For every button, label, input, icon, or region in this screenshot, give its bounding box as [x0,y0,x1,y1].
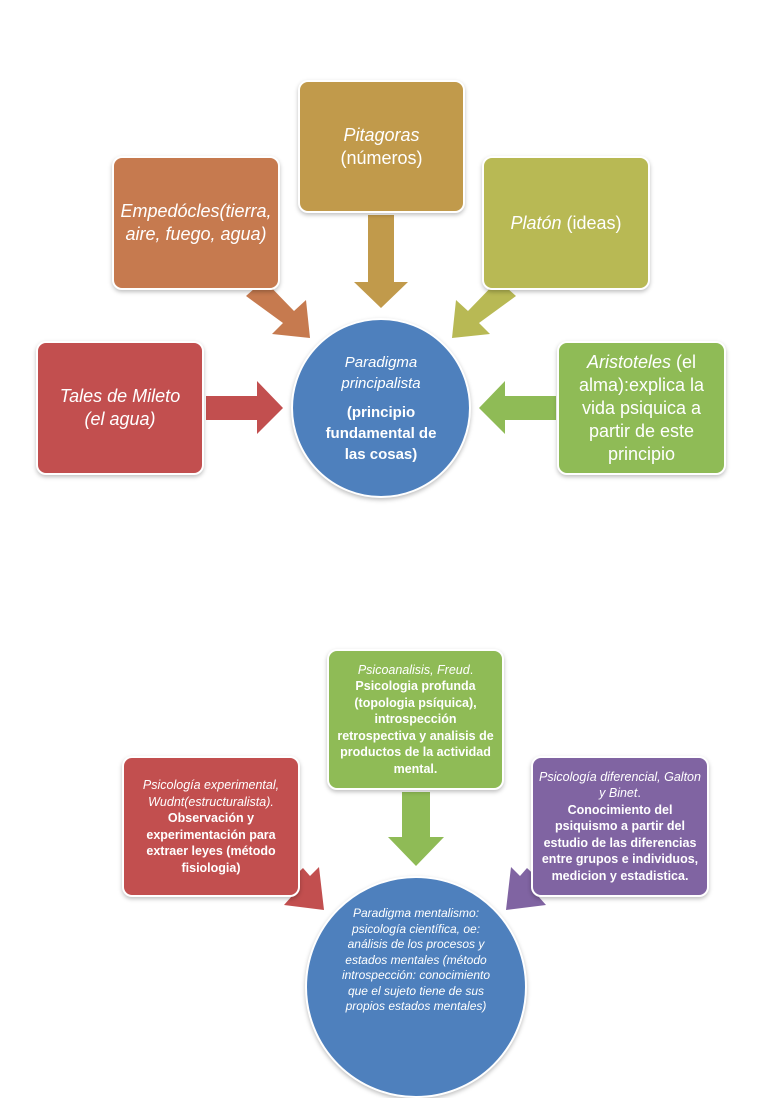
node-psicologia-diferencial: Psicología diferencial, Galton y Binet. … [531,756,709,897]
concept-diagram: Pitagoras (números) Empedócles(tierra, a… [36,80,726,1098]
node-psicologia-experimental: Psicología experimental, Wudnt(estructur… [122,756,300,897]
node-paradigma-mentalismo: Paradigma mentalismo: psicología científ… [305,876,527,1098]
arrow-empedocles [246,280,310,338]
paradigma1-title-line2: principalista [341,374,421,392]
aristoteles-detail: (el alma):explica la vida psiquica a par… [578,351,705,464]
pitagoras-detail: (números) [340,147,423,168]
node-tales: Tales de Mileto (el agua) [36,341,204,475]
node-platon: Platón (ideas) [482,156,650,290]
diferencial-title-suffix: . [637,786,641,801]
experimental-body: Observación y experimentación para extra… [146,811,276,875]
node-empedocles: Empedócles(tierra, aire, fuego, agua) [112,156,280,290]
paradigma1-subtitle: (principio fundamental de las cosas) [325,403,437,463]
arrow-pitagoras [354,215,408,308]
experimental-title: Psicología experimental, Wudnt(estructur… [142,778,280,809]
paradigma2-text: Paradigma mentalismo: psicología científ… [341,906,491,1013]
node-pitagoras: Pitagoras (números) [298,80,465,213]
arrow-layer [206,215,556,910]
psicoanalisis-title: Psicoanalisis, Freud [357,662,470,677]
psicoanalisis-body: Psicologia profunda (topologia psíquica)… [337,679,494,776]
node-paradigma-principalista: Paradigma principalista (principio funda… [291,318,471,498]
diferencial-title: Psicología diferencial, Galton y Binet [539,769,701,801]
node-psicoanalisis: Psicoanalisis, Freud. Psicologia profund… [327,649,504,790]
aristoteles-name: Aristoteles [586,351,672,372]
platon-detail: (ideas) [561,212,622,233]
arrow-tales [206,381,283,434]
arrow-platon [452,280,516,338]
arrow-aristoteles [479,381,556,434]
psicoanalisis-title-suffix: . [469,662,474,677]
node-aristoteles: Aristoteles (el alma):explica la vida ps… [557,341,726,475]
diferencial-body: Conocimiento del psiquismo a partir del … [541,802,699,883]
tales-text: Tales de Mileto (el agua) [59,386,181,429]
arrow-psicoanalisis [388,792,444,866]
paradigma1-title-line1: Paradigma [344,353,418,371]
platon-name: Platón [510,212,562,233]
empedocles-text: Empedócles(tierra, aire, fuego, agua) [120,201,272,244]
pitagoras-name: Pitagoras [343,124,420,145]
